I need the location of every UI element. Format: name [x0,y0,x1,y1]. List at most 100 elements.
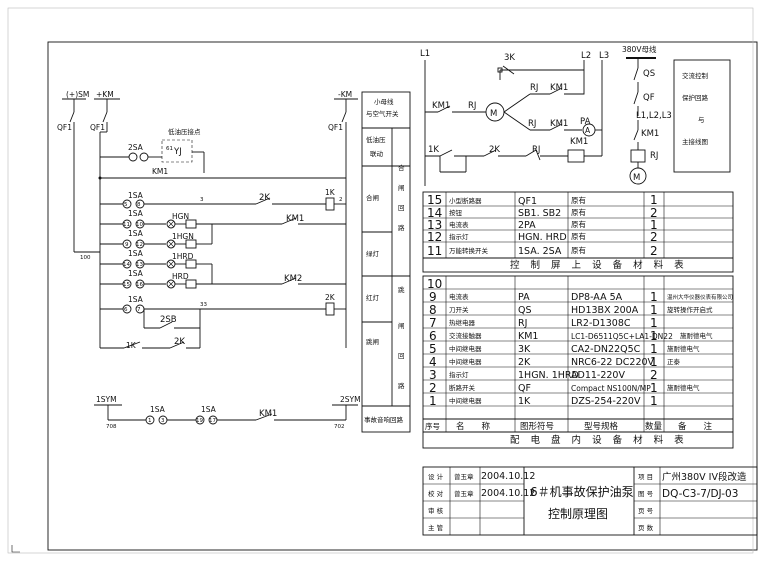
title-block: 设 计 曾玉章 2004.10.12 校 对 曾玉章 2004.10.12 审 … [422,466,758,536]
panel-name-5: 中间继电器 [449,344,482,353]
k2-coil-label: 2K [325,293,336,302]
panel-spec-9: DP8-AA 5A [571,292,623,303]
bus-km-pos-label: +KM [96,90,114,99]
total-pages-label: 页 数 [638,523,654,532]
sb2-label: 2SB [160,315,177,325]
label-linkage: 联动 [370,149,384,158]
sa1-label-4: 1SA [128,249,144,258]
panel-table-title: 配 电 盘 内 设 备 材 料 表 [510,434,688,446]
contact-b3: 3 [161,418,165,424]
screen-name-12: 指示灯 [449,232,469,241]
panel-header-row: 序号 名 称 图形符号 型号规格 数量 备 注 [425,421,713,432]
km1-a-label: KM1 [432,101,450,111]
sa1-label-6: 1SA [128,295,144,304]
node-100-label: 100 [80,255,91,261]
header-name: 名 称 [456,421,491,432]
panel-spec-4: NRC6-22 DC220V [571,357,655,368]
screen-spec-13: 原有 [571,219,586,229]
pump-motor-label: M [490,109,497,119]
hrd-label: HRD [172,272,189,281]
panel-note-5: 施耐德电气 [667,344,700,353]
node-33: 33 [200,302,207,308]
panel-name-8: 刀开关 [449,305,469,314]
screen-sym-13: 2PA [518,220,536,231]
sa1-label-5: 1SA [128,269,144,278]
label-zha-2: 闸 [398,322,405,330]
label-hui-1: 回 [398,204,405,212]
qf1-right-label: QF1 [328,123,343,132]
screen-row-13: 13 电流表 2PA 原有 1 [427,218,658,232]
label-closing: 合闸 [366,193,379,202]
label-green-lamp: 绿灯 [366,249,380,258]
contact-10: 10 [136,222,143,228]
box-line-3: 与 [698,116,705,124]
panel-qty-6: 1 [650,329,658,343]
km1-b-label: KM1 [550,83,568,93]
node-3: 3 [200,197,204,203]
bus-380v-label: 380V母线 [622,44,657,54]
screen-row-14: 14 按钮 SB1. SB2 原有 2 [427,206,658,220]
pa-label: PA [580,117,591,127]
km1-row2-label: KM1 [152,167,168,176]
bus-pos-label: (+)SM [66,90,89,99]
box-line-1: 交流控制 [682,71,709,80]
panel-sym-7: RJ [518,318,527,329]
panel-no-1: 1 [429,394,437,408]
contact-14: 14 [123,262,130,268]
contact-b19: 19 [196,418,203,424]
screen-spec-12: 原有 [571,231,586,241]
rj-a-label: RJ [468,101,476,111]
panel-sym-8: QS [518,305,532,316]
screen-name-15: 小型断路器 [449,196,482,205]
screen-no-14: 14 [427,206,442,220]
panel-row-1: 1 中间继电器 1K DZS-254-220V 1 [429,394,658,408]
hgn-label: HGN [172,212,189,221]
km1-contact-label: KM1 [286,214,304,224]
screen-qty-13: 1 [650,218,658,232]
sym1-label: 1SYM [96,395,117,404]
screen-no-12: 12 [427,230,442,244]
label-red-lamp: 红灯 [366,293,380,302]
screen-qty-14: 2 [650,206,658,220]
motor-rj-label: RJ [650,151,658,161]
panel-row-9: 9 电流表 PA DP8-AA 5A 1 温州大华仪器仪表有限公司 [429,290,733,304]
node-2: 2 [339,197,343,203]
bottom-sa2-label: 1SA [201,405,217,414]
panel-row-5: 5 中间继电器 3K CA2-DN22Q5C 1 施耐德电气 [429,342,700,356]
screen-table-title: 控 制 屏 上 设 备 材 料 表 [510,259,688,271]
bottom-km1-label: KM1 [259,409,277,419]
page-label: 页 号 [638,507,654,515]
panel-no-2: 2 [429,381,437,395]
screen-name-14: 按钮 [449,208,463,217]
node-702: 702 [334,424,345,430]
thrd-label: 1HRD [172,252,194,261]
label-air-switch: 与空气开关 [366,109,399,118]
contact-15: 15 [123,282,130,288]
design-label: 设 计 [428,472,444,481]
label-tiao: 跳 [398,285,405,294]
panel-qty-4: 1 [650,355,658,369]
sa2-label: 2SA [128,143,144,152]
panel-no-5: 5 [429,342,437,356]
lhgn-label: 1HGN [172,232,194,241]
qf1-mid-label: QF1 [90,123,105,132]
design-name: 曾玉章 [454,472,474,481]
panel-qty-9: 1 [650,290,658,304]
panel-qty-8: 1 [650,303,658,317]
screen-spec-14: 原有 [571,207,586,217]
motor-circuit: 380V母线 QS QF L1,L2,L3 KM1 RJ M 交流控制 保护回路… [622,44,731,185]
power-k2-label: 2K [489,145,500,155]
contact-5: 5 [124,202,128,208]
qf-label: QF [643,93,655,103]
screen-name-13: 电流表 [449,220,469,229]
panel-note-2: 施耐德电气 [667,383,700,392]
left-control-circuit: (+)SM +KM -KM QF1 QF1 QF1 100 2SA 低油压接点 … [57,90,411,433]
review-label: 审 核 [428,506,444,515]
qs-label: QS [643,69,655,79]
header-note: 备 注 [678,421,713,432]
screen-no-15: 15 [427,193,442,207]
screen-name-11: 万能转换开关 [449,246,489,255]
panel-qty-2: 1 [650,381,658,395]
header-qty: 数量 [645,421,663,432]
